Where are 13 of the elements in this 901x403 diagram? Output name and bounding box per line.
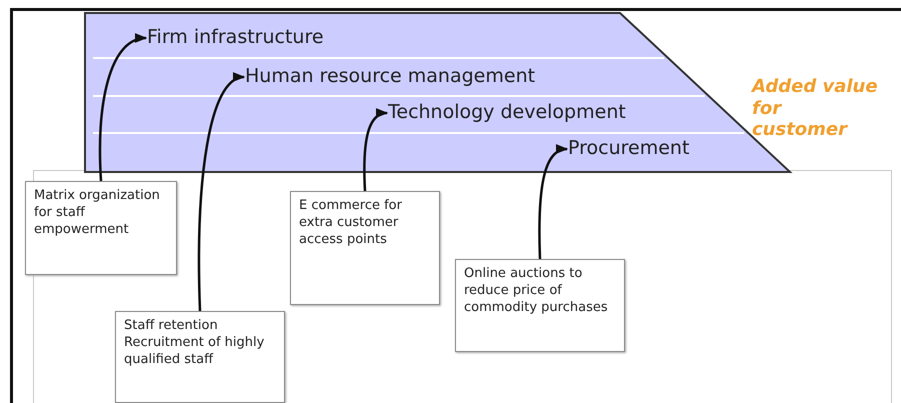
annotation-text: Added value for customer	[752, 76, 879, 141]
note-box: Staff retention Recruitment of highly qualified staff	[115, 311, 285, 403]
leader-line	[198, 74, 246, 312]
leader-line	[538, 146, 568, 260]
note-box: Online auctions to reduce price of commodity purchases	[455, 259, 625, 352]
leader-line	[363, 109, 388, 192]
activity-label: Human resource management	[245, 67, 536, 86]
activity-label: Technology development	[388, 103, 626, 122]
activity-label: Procurement	[568, 139, 690, 158]
leader-line	[98, 34, 148, 182]
note-box: Matrix organization for staff empowerment	[25, 181, 177, 275]
activity-label: Firm infrastructure	[147, 28, 324, 47]
note-box: E commerce for extra customer access points	[290, 191, 440, 305]
